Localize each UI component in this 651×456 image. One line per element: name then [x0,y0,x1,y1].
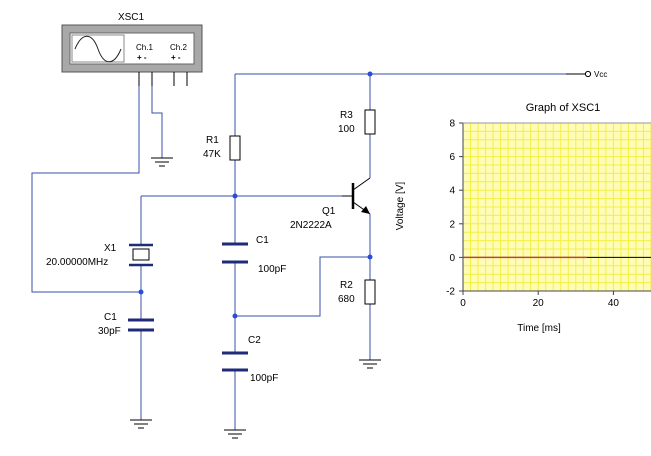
y-tick-label: 4 [449,186,455,197]
chart-y-axis-label: Voltage [V] [395,182,406,231]
terminal-circle-icon [584,70,592,78]
y-tick-label: 6 [449,152,455,163]
c2-name: C2 [248,335,261,346]
x-tick-label: 40 [608,298,620,309]
junction-dot [232,193,238,199]
y-tick-label: 8 [449,119,455,130]
y-tick-label: -2 [446,287,455,298]
wires [31,73,566,430]
channel-1-polarity: + - [137,53,147,62]
r1-value: 47K [203,149,221,160]
r2-name: R2 [340,280,353,291]
q1-name: Q1 [322,206,336,217]
channel-1-label: Ch.1 [136,43,153,52]
resistor-r3[interactable]: R3 100 [338,109,376,135]
c1-left-value: 30pF [98,326,121,337]
junctions [138,71,373,319]
capacitor-c1-middle[interactable]: C1 100pF [222,235,286,275]
channel-2-polarity: + - [171,53,181,62]
ground-symbol-icon [130,419,152,429]
sine-wave-icon [74,35,122,63]
ground-symbol-icon [224,429,246,439]
r2-value: 680 [338,294,355,305]
resistor-r2[interactable]: R2 680 [338,279,376,305]
capacitor-c2[interactable]: C2 100pF [222,335,278,384]
y-tick-label: 2 [449,219,455,230]
y-tick-label: 0 [449,253,455,264]
chart-title: Graph of XSC1 [526,102,601,114]
r3-name: R3 [340,110,353,121]
ground-symbol-icon [359,359,381,369]
c1-left-name: C1 [104,312,117,323]
x-tick-label: 20 [533,298,545,309]
junction-dot [138,289,144,295]
x1-value: 20.00000MHz [46,257,108,268]
emitter-arrow-icon [361,206,370,214]
capacitor-c1-left[interactable]: C1 30pF [98,312,154,337]
chart-x-axis-label: Time [ms] [517,323,561,334]
vcc-label: Vcc [594,70,607,79]
junction-dot [232,313,238,319]
x1-name: X1 [104,243,117,254]
transistor-q1[interactable]: Q1 2N2222A [290,177,371,231]
ground-symbol-icon [151,157,173,167]
crystal-x1[interactable]: X1 20.00000MHz [46,243,153,268]
r1-name: R1 [206,135,219,146]
oscilloscope-xsc1[interactable]: XSC1 Ch.1 + - Ch.2 + - [61,12,203,86]
channel-2-label: Ch.2 [170,43,187,52]
c2-value: 100pF [250,373,278,384]
c1-middle-name: C1 [256,235,269,246]
resistor-r1[interactable]: R1 47K [203,135,241,161]
chart-grid [462,122,651,292]
junction-dot [367,254,373,260]
c1-middle-value: 100pF [258,264,286,275]
x-tick-label: 0 [460,298,466,309]
vcc-terminal[interactable]: Vcc [566,70,607,79]
q1-value: 2N2222A [290,220,332,231]
oscilloscope-name: XSC1 [118,12,145,23]
r3-value: 100 [338,124,355,135]
junction-dot [367,71,373,77]
